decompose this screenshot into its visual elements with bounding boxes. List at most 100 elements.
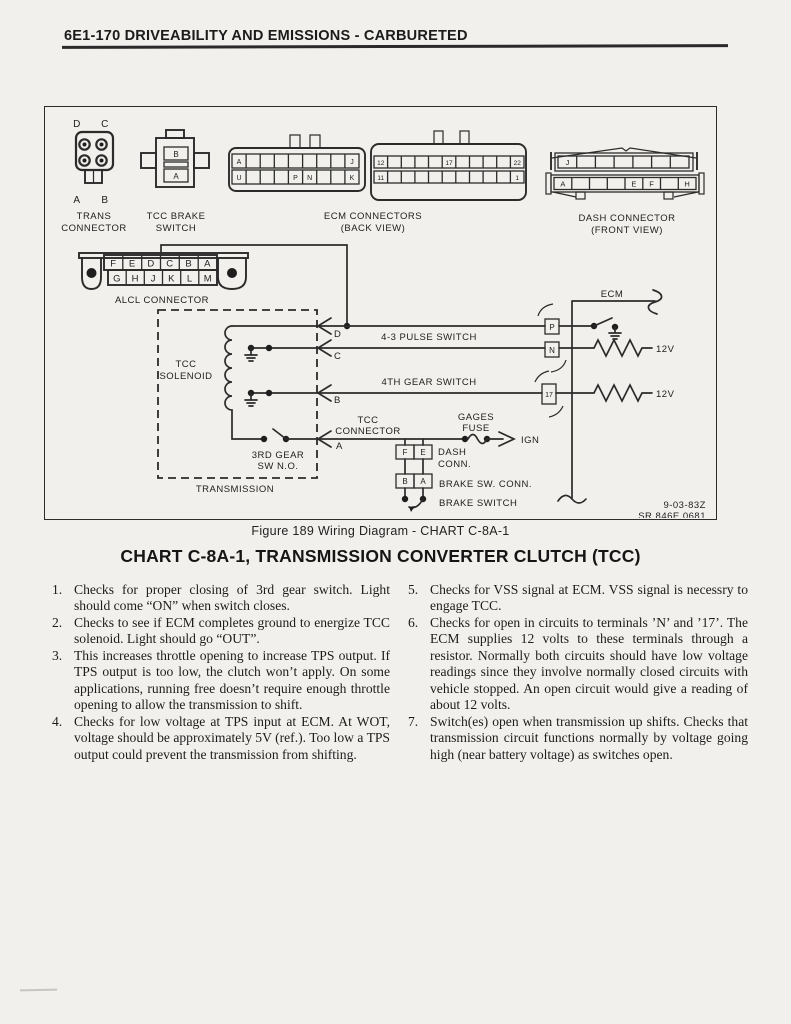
wiring-diagram: D C A B TRANS CONNECTOR bbox=[61, 119, 706, 518]
gages-fuse-label-2: FUSE bbox=[462, 423, 489, 434]
revision-code-1: 9-03-83Z bbox=[663, 500, 706, 511]
brake-sw-conn-label: BRAKE SW. CONN. bbox=[439, 479, 532, 490]
tcc-solenoid-label-2: SOLENOID bbox=[159, 371, 212, 382]
header-title: 6E1-170 DRIVEABILITY AND EMISSIONS - CAR… bbox=[64, 30, 468, 44]
diagnostic-notes: 1. Checks for proper closing of 3rd gear… bbox=[47, 582, 748, 763]
tcc-solenoid-label-1: TCC bbox=[175, 359, 196, 370]
alcl-cell-e: E bbox=[129, 259, 136, 270]
alcl-pin-left bbox=[86, 268, 97, 278]
alcl-wire bbox=[160, 244, 348, 327]
ecm-switch-blade bbox=[593, 317, 613, 327]
connector-arrow-c bbox=[316, 339, 332, 357]
tcc-brake-label-2: SWITCH bbox=[156, 223, 196, 234]
tcc-brake-label-1: TCC BRAKE bbox=[147, 211, 206, 222]
transmission-label: TRANSMISSION bbox=[196, 484, 274, 495]
revision-code-2: SR 846E 0681 bbox=[638, 511, 706, 518]
wiring-diagram-figure: D C A B TRANS CONNECTOR bbox=[44, 106, 717, 520]
alcl-connector: F E D C B A G H J K L M ALCL CONNECTOR bbox=[78, 252, 249, 306]
terminal-a: A bbox=[336, 441, 343, 452]
ecm-boundary bbox=[571, 300, 656, 499]
ecm-connector-1 bbox=[228, 147, 366, 192]
dash-cell-f: F bbox=[649, 180, 654, 189]
tcc-schematic: TCC SOLENOID TRANSMISSION D C 4-3 PULSE … bbox=[157, 244, 706, 518]
ecm-brace bbox=[647, 289, 663, 315]
resistor-17 bbox=[555, 383, 653, 403]
ground-gear-switch bbox=[244, 392, 258, 407]
terminal-b: B bbox=[334, 395, 341, 406]
ign-label: IGN bbox=[521, 435, 539, 446]
alcl-label: ALCL CONNECTOR bbox=[115, 295, 209, 306]
ecm-connectors: A J U P N K 12 17 22 11 1 ECM CONNECTORS bbox=[228, 130, 527, 234]
ecm-ground bbox=[608, 326, 622, 340]
ecm1-cell-a: A bbox=[237, 159, 242, 166]
item-text: Checks for proper closing of 3rd gear sw… bbox=[74, 582, 390, 614]
dash-conn-label-2: CONN. bbox=[438, 459, 471, 470]
dash-conn-label-1: DASH bbox=[438, 447, 466, 458]
tcc-brake-cell-b: B bbox=[173, 150, 178, 159]
item-number: 2. bbox=[52, 614, 63, 630]
ecm-connector-2 bbox=[370, 143, 527, 201]
alcl-cell-g: G bbox=[113, 274, 121, 285]
alcl-cell-j: J bbox=[151, 274, 156, 285]
page-header: 6E1-170 DRIVEABILITY AND EMISSIONS - CAR… bbox=[64, 30, 704, 47]
terminal-c: C bbox=[334, 351, 341, 362]
tcc-solenoid-coil bbox=[224, 325, 265, 440]
list-item: 5. Checks for VSS signal at ECM. VSS sig… bbox=[403, 582, 748, 615]
item-number: 6. bbox=[408, 614, 419, 630]
connector-arrow-d bbox=[316, 317, 332, 335]
tcc-connector-label-1: TCC bbox=[357, 415, 378, 426]
list-item: 2. Checks to see if ECM completes ground… bbox=[47, 615, 390, 648]
ecm2-cell-11: 11 bbox=[377, 175, 384, 182]
alcl-cell-b: B bbox=[185, 259, 192, 270]
notes-left-column: 1. Checks for proper closing of 3rd gear… bbox=[47, 582, 390, 763]
ecm-connectors-label-1: ECM CONNECTORS bbox=[324, 211, 422, 222]
header-rule bbox=[61, 44, 729, 49]
notes-right-column: 5. Checks for VSS signal at ECM. VSS sig… bbox=[403, 582, 748, 763]
trans-label-2: CONNECTOR bbox=[61, 223, 127, 234]
item-text: Checks for low voltage at TPS input at E… bbox=[74, 713, 390, 762]
dash-cell-e: E bbox=[631, 180, 636, 189]
ecm1-cell-k: K bbox=[350, 175, 355, 182]
alcl-cell-m: M bbox=[204, 274, 212, 285]
dash-connector-label-2: (FRONT VIEW) bbox=[591, 225, 663, 236]
third-gear-switch-blade bbox=[272, 428, 287, 440]
dash-conn-cell-f: F bbox=[403, 448, 408, 457]
tcc-brake-cell-a: A bbox=[173, 172, 179, 181]
fuse-symbol bbox=[467, 433, 488, 445]
alcl-cell-h: H bbox=[132, 274, 139, 285]
ground-pulse-switch bbox=[244, 347, 258, 362]
trans-connector: D C A B TRANS CONNECTOR bbox=[61, 119, 127, 234]
resistor-n bbox=[558, 338, 653, 358]
page-title: CHART C-8A-1, TRANSMISSION CONVERTER CLU… bbox=[120, 546, 641, 566]
ecm-connectors-label-2: (BACK VIEW) bbox=[341, 223, 406, 234]
trans-label-1: TRANS bbox=[77, 211, 112, 222]
alcl-cell-f: F bbox=[110, 259, 116, 270]
ecm1-cell-p: P bbox=[293, 175, 298, 182]
terminal-n: N bbox=[549, 346, 555, 355]
t17-12v-label: 12V bbox=[656, 389, 675, 400]
brake-sw-cell-a: A bbox=[420, 477, 426, 486]
item-text: This increases throttle opening to incre… bbox=[74, 647, 390, 713]
list-item: 6. Checks for open in circuits to termin… bbox=[403, 615, 748, 714]
ecm2-cell-1: 1 bbox=[515, 175, 519, 182]
alcl-cell-k: K bbox=[168, 274, 175, 285]
figure-caption: Figure 189 Wiring Diagram - CHART C-8A-1 bbox=[251, 524, 510, 538]
dash-connector: J A E F H DASH CONNECTOR (FRONT VIEW) bbox=[545, 147, 705, 236]
brake-sw-cell-b: B bbox=[402, 477, 407, 486]
terminal-p: P bbox=[549, 323, 554, 332]
trans-pin-c: C bbox=[101, 119, 109, 130]
pulse-switch-label: 4-3 PULSE SWITCH bbox=[381, 332, 477, 343]
ecm-line-break bbox=[557, 494, 587, 504]
terminal-17: 17 bbox=[545, 392, 553, 399]
list-item: 4. Checks for low voltage at TPS input a… bbox=[47, 714, 390, 763]
item-number: 4. bbox=[52, 713, 63, 729]
ecm2-cell-17: 17 bbox=[445, 160, 453, 167]
list-item: 3. This increases throttle opening to in… bbox=[47, 648, 390, 714]
n-12v-label: 12V bbox=[656, 344, 675, 355]
transmission-boundary bbox=[157, 309, 318, 479]
ecm-label: ECM bbox=[601, 289, 624, 300]
gages-fuse-label-1: GAGES bbox=[458, 412, 494, 423]
dash-cell-j: J bbox=[566, 158, 570, 167]
item-number: 7. bbox=[408, 713, 419, 729]
